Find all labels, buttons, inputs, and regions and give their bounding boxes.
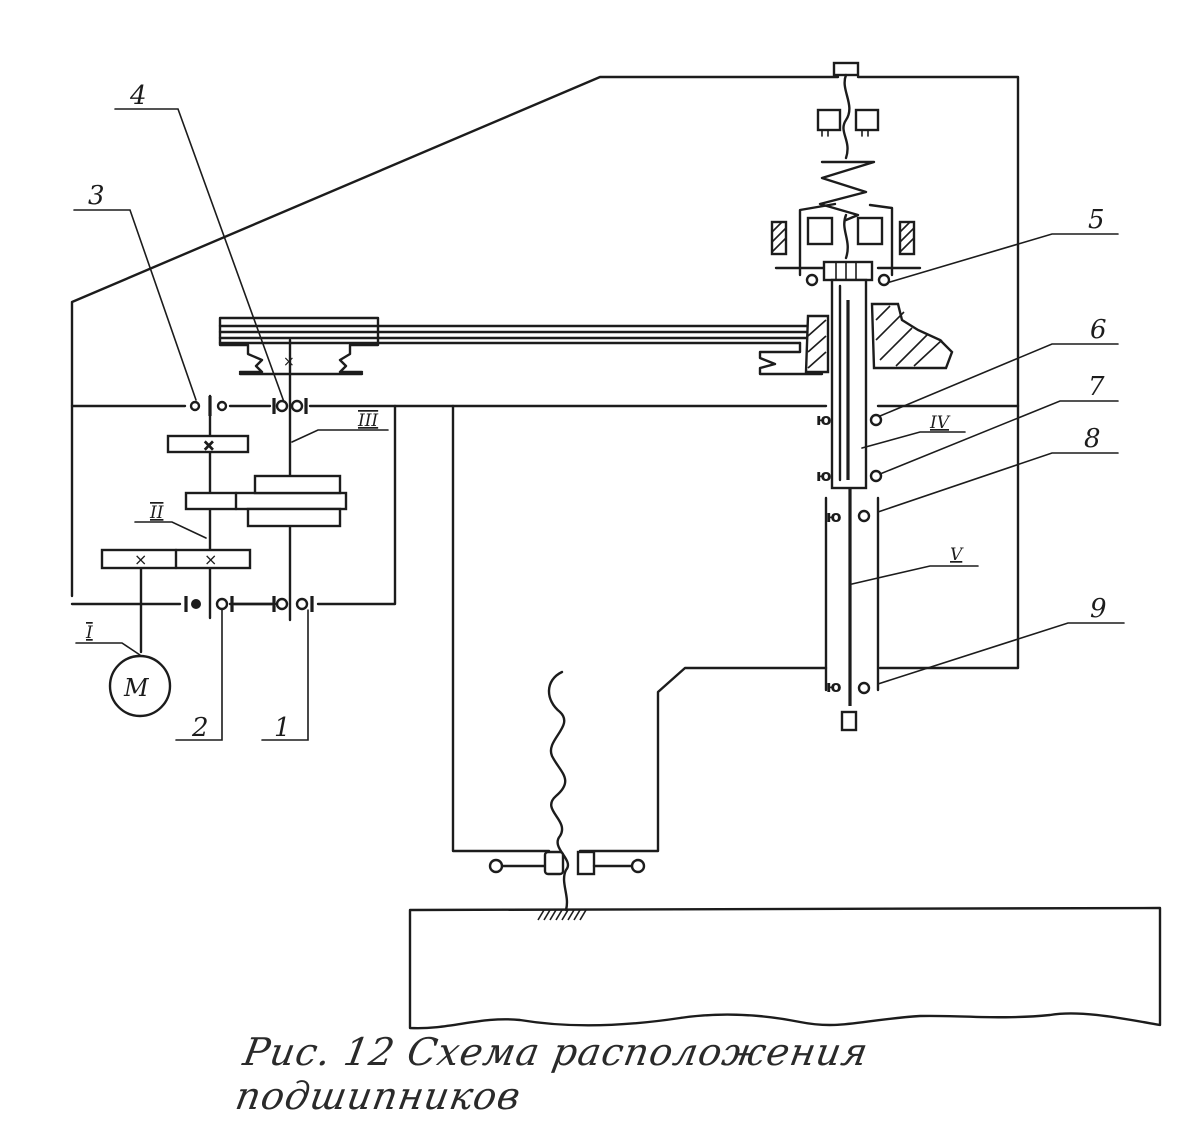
gear-upper bbox=[166, 434, 250, 454]
bearing-9-right bbox=[857, 681, 871, 695]
label-bearing-7: 7 bbox=[1088, 372, 1105, 402]
gear-block-middle bbox=[184, 491, 348, 511]
label-bearing-3: 3 bbox=[88, 181, 105, 211]
label-shaft-II: II bbox=[149, 503, 164, 523]
label-bearing-8: 8 bbox=[1084, 424, 1101, 454]
bearing-5-right bbox=[877, 273, 891, 287]
label-bearing-2: 2 bbox=[191, 713, 209, 743]
bearing-5-left bbox=[805, 273, 819, 287]
label-bearing-1: 1 bbox=[274, 713, 291, 743]
label-shaft-IV: IV bbox=[929, 413, 951, 433]
label-bearing-6: 6 bbox=[1090, 315, 1107, 345]
lifting-screw bbox=[547, 670, 570, 912]
figure-caption: Рис. 12 Схема расположения подшипников bbox=[232, 1030, 872, 1118]
electric-motor: M bbox=[108, 563, 172, 718]
spindle-tip bbox=[840, 710, 858, 732]
bearing-6-left: ю bbox=[816, 410, 832, 429]
bearing-8-right bbox=[857, 509, 871, 523]
bearing-labels: 4 3 2 1 5 6 7 8 9 bbox=[88, 81, 1107, 743]
spindle-head: ю ю ю ю bbox=[770, 61, 954, 732]
shaft-labels: I II III IV V bbox=[85, 411, 964, 643]
ground-hatch bbox=[537, 909, 587, 921]
bearing-8-left: ю bbox=[826, 507, 842, 526]
label-bearing-4: 4 bbox=[129, 81, 147, 111]
label-bearing-9: 9 bbox=[1090, 594, 1107, 624]
machine-body-outline bbox=[70, 75, 1020, 853]
bearing-9-left: ю bbox=[826, 677, 842, 696]
bearing-row-top bbox=[189, 396, 308, 416]
belt-drive: × bbox=[218, 316, 824, 376]
svg-text:×: × bbox=[283, 354, 295, 370]
column-clamp bbox=[488, 850, 646, 876]
label-shaft-III: III bbox=[357, 411, 378, 431]
bearing-7-right bbox=[869, 469, 883, 483]
motor-label: M bbox=[123, 674, 150, 702]
svg-text:×: × bbox=[203, 438, 215, 454]
gearbox: × × × bbox=[100, 338, 348, 622]
bearing-6-right bbox=[869, 413, 883, 427]
bearing-row-bottom bbox=[184, 596, 314, 612]
svg-text:×: × bbox=[204, 550, 217, 569]
svg-text:×: × bbox=[134, 550, 147, 569]
label-bearing-5: 5 bbox=[1088, 205, 1105, 235]
bearing-7-left: ю bbox=[816, 466, 832, 485]
base-table bbox=[408, 906, 1162, 1030]
label-shaft-I: I bbox=[85, 623, 93, 643]
label-shaft-V: V bbox=[950, 545, 964, 565]
leader-lines bbox=[73, 108, 1125, 741]
